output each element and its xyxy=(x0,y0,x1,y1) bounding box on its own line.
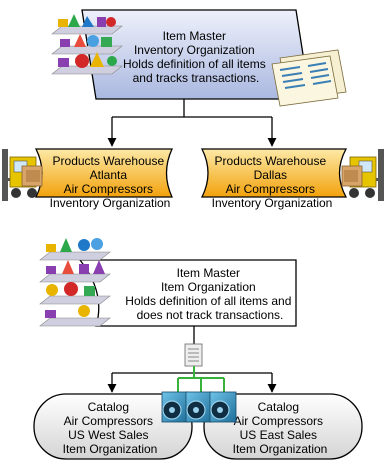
catalog-east-line-4: Item Organization xyxy=(233,442,328,456)
warehouse-dallas-line-1: Products Warehouse xyxy=(215,154,327,168)
catalog-us-west-box: Catalog Air Compressors US West Sales It… xyxy=(33,393,193,460)
item-master-item-org-box: Item Master Item Organization Holds defi… xyxy=(78,259,297,327)
compressor-icon-2 xyxy=(185,391,213,423)
server-icon xyxy=(184,343,203,367)
shapes-icon xyxy=(51,14,123,75)
middle-box-line-2: Item Organization xyxy=(161,280,256,294)
catalog-west-line-1: Catalog xyxy=(88,400,129,414)
warehouse-atlanta-line-1: Products Warehouse xyxy=(53,154,165,168)
top-box-line-2: Inventory Organization xyxy=(134,43,255,57)
catalog-us-east-box: Catalog Air Compressors US East Sales It… xyxy=(203,393,363,460)
warehouse-dallas-line-3: Air Compressors xyxy=(226,182,315,196)
catalog-west-line-4: Item Organization xyxy=(63,442,158,456)
forklift-icon-left xyxy=(2,149,43,201)
document-report-icon xyxy=(271,49,347,107)
middle-box-line-3: Holds definition of all items and xyxy=(125,294,291,308)
top-box-line-4: and tracks transactions. xyxy=(133,71,260,85)
catalog-east-line-3: US East Sales xyxy=(240,428,317,442)
middle-box-line-1: Item Master xyxy=(177,266,240,280)
warehouse-dallas-line-4: Inventory Organization xyxy=(212,196,333,210)
catalog-east-line-2: Air Compressors xyxy=(234,414,323,428)
catalog-east-line-1: Catalog xyxy=(258,400,299,414)
warehouse-atlanta-box: Products Warehouse Atlanta Air Compresso… xyxy=(34,148,174,210)
svg-text:Products Warehouse Dalla: Products Warehouse Dallas Air Compressor… xyxy=(212,154,333,210)
middle-box-line-4: does not track transactions. xyxy=(137,308,284,322)
svg-text:Item Master Item Organiz: Item Master Item Organization Holds defi… xyxy=(125,266,294,322)
catalog-west-line-2: Air Compressors xyxy=(64,414,153,428)
item-master-inventory-box: Item Master Inventory Organization Holds… xyxy=(81,9,311,100)
warehouse-dallas-line-2: Dallas xyxy=(254,168,287,182)
compressor-icon-3 xyxy=(209,391,237,423)
warehouse-atlanta-line-4: Inventory Organization xyxy=(50,196,171,210)
warehouse-dallas-box: Products Warehouse Dallas Air Compressor… xyxy=(200,148,348,210)
forklift-icon-right xyxy=(341,149,384,201)
network-lines xyxy=(177,366,225,392)
svg-text:Item Master Inventory Or: Item Master Inventory Organization Holds… xyxy=(123,29,269,85)
shapes-icon-middle xyxy=(39,238,111,327)
top-box-line-3: Holds definition of all items xyxy=(123,57,266,71)
warehouse-atlanta-line-2: Atlanta xyxy=(90,168,128,182)
svg-text:Catalog Air Compressors: Catalog Air Compressors US West Sales It… xyxy=(63,400,158,456)
compressor-icon-1 xyxy=(161,391,189,423)
top-connector xyxy=(107,99,277,147)
top-box-line-1: Item Master xyxy=(163,29,226,43)
svg-text:Catalog Air Compressors: Catalog Air Compressors US East Sales It… xyxy=(233,400,328,456)
warehouse-atlanta-line-3: Air Compressors xyxy=(64,182,153,196)
svg-text:Products Warehouse Atlan: Products Warehouse Atlanta Air Compresso… xyxy=(50,154,171,210)
catalog-west-line-3: US West Sales xyxy=(68,428,148,442)
